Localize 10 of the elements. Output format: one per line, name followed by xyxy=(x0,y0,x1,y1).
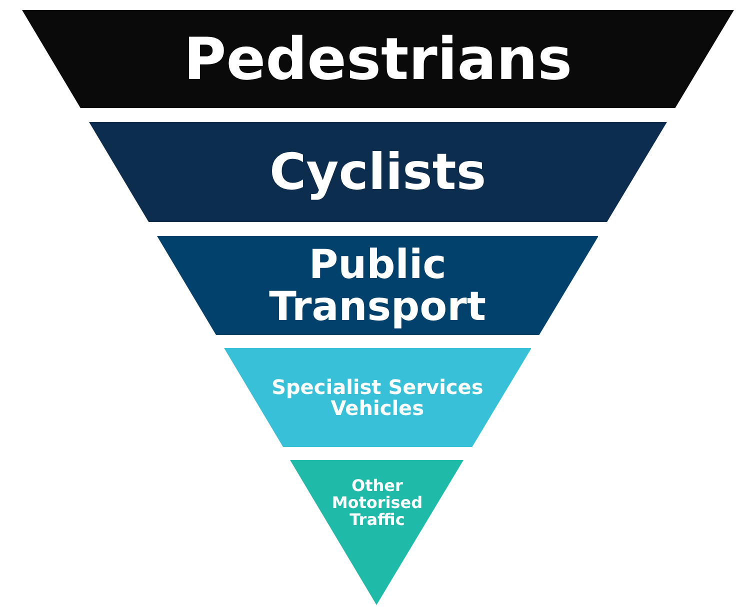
pyramid-tier xyxy=(22,10,734,108)
pyramid-tier xyxy=(156,236,598,335)
tier-label: Specialist Services Vehicles xyxy=(270,376,484,418)
tier-label: Other Motorised Traffic xyxy=(330,478,424,528)
pyramid-tier xyxy=(224,348,532,447)
pyramid-tier xyxy=(290,460,464,605)
tier-label: Pedestrians xyxy=(182,28,574,90)
tier-label: Public Transport xyxy=(268,244,488,328)
tier-label: Cyclists xyxy=(268,146,488,198)
pyramid-tier xyxy=(88,122,667,222)
